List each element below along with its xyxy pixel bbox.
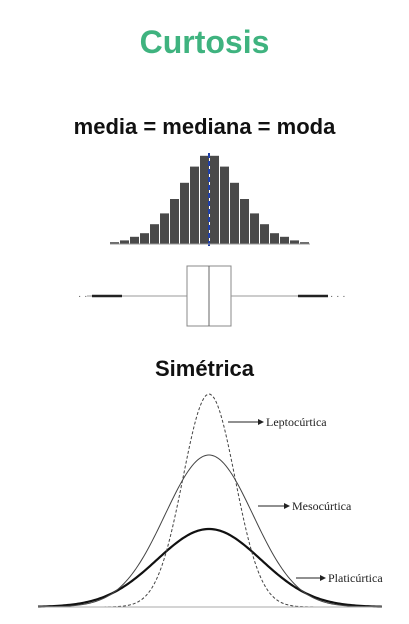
page-title: Curtosis	[139, 24, 270, 60]
histogram-bar	[130, 236, 139, 244]
histogram-bar	[260, 224, 269, 244]
histogram-bar	[120, 240, 129, 244]
histogram-caption: media = mediana = moda	[73, 114, 336, 139]
histogram-bar	[240, 199, 249, 244]
meso-label: Mesocúrtica	[292, 499, 352, 513]
histogram-bar	[230, 182, 239, 244]
platy-arrow-head	[320, 575, 326, 581]
histogram-bar	[150, 224, 159, 244]
boxplot-right-outlier-dots: · · ·	[330, 291, 346, 302]
histogram-bars	[110, 155, 309, 244]
histogram-bar	[140, 233, 149, 244]
lepto-arrow-head	[258, 419, 264, 425]
mesocurtica-curve	[37, 454, 383, 608]
histogram-bar	[290, 240, 299, 244]
platy-label: Platicúrtica	[328, 571, 383, 585]
boxplot: · · · · ·	[78, 265, 346, 327]
boxplot-left-outlier-dots: · ·	[78, 291, 87, 302]
meso-arrow-head	[284, 503, 290, 509]
histogram-bar	[200, 155, 209, 244]
histogram-bar	[250, 213, 259, 244]
histogram-bar	[300, 242, 309, 244]
histogram-bar	[270, 233, 279, 244]
symmetric-heading: Simétrica	[154, 356, 255, 381]
histogram-bar	[180, 182, 189, 244]
histogram-bar	[160, 213, 169, 244]
lepto-label: Leptocúrtica	[266, 415, 327, 429]
histogram-bar	[190, 166, 199, 244]
kurtosis-curves: Leptocúrtica Mesocúrtica Platicúrtica	[37, 393, 383, 608]
histogram-bar	[110, 242, 119, 244]
histogram-bar	[280, 236, 289, 244]
histogram-bar	[210, 155, 219, 244]
platicurtica-curve	[37, 527, 383, 608]
histogram-bar	[170, 199, 179, 244]
histogram-bar	[220, 166, 229, 244]
